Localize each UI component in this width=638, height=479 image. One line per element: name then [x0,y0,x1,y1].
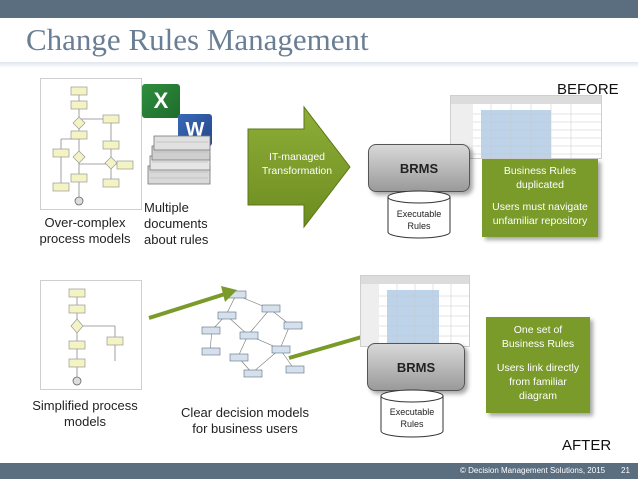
before-notes-box: Business Rules duplicated Users must nav… [482,159,598,237]
page-number: 21 [621,466,630,475]
brms-box-after: BRMS [367,343,465,391]
rule-repository-screenshot [360,275,470,347]
document-stack-icon [144,132,214,190]
note-navigate-repository: Users must navigate unfamiliar repositor… [492,201,588,227]
executable-rules-label: Executable Rules [396,209,442,231]
process-flow-icon [68,288,124,386]
note-one-set-of-rules: One set of Business Rules [501,324,575,350]
clear-decision-models-label: Clear decision models for business users [181,405,309,436]
link-arrow-process-to-decision [145,284,240,324]
it-transformation-arrow [242,105,354,229]
brms-label: BRMS [396,359,436,375]
header-bar [0,0,638,18]
process-flow-icon [52,86,134,206]
brms-box-before: BRMS [368,144,470,192]
multiple-documents-label: Multiple documents about rules [144,200,209,247]
executable-rules-database-after [380,389,444,439]
footer-bar [0,463,638,479]
page-title: Change Rules Management [26,22,369,57]
executable-rules-database-before [387,190,451,240]
simplified-process-models-label: Simplified process models [32,398,138,429]
title-divider [0,62,638,68]
note-business-rules-duplicated: Business Rules duplicated [503,165,577,191]
arrow-label: IT-managed Transformation [261,151,333,177]
database-icon [387,190,451,239]
note-users-link-directly: Users link directly from familiar diagra… [496,362,580,402]
after-label: AFTER [562,437,612,454]
excel-icon: X [142,84,180,118]
database-icon [380,389,444,438]
complex-process-model-thumbnail [40,78,142,210]
rule-repository-screenshot [450,95,602,159]
before-label: BEFORE [557,81,619,98]
after-notes-box: One set of Business Rules Users link dir… [486,317,590,413]
decision-model-diagram [190,285,320,390]
simplified-process-model-thumbnail [40,280,142,390]
complex-process-models-label: Over-complex process models [39,215,131,246]
brms-label: BRMS [399,160,439,176]
footer-copyright: © Decision Management Solutions, 2015 [460,466,606,475]
executable-rules-label: Executable Rules [389,407,435,429]
